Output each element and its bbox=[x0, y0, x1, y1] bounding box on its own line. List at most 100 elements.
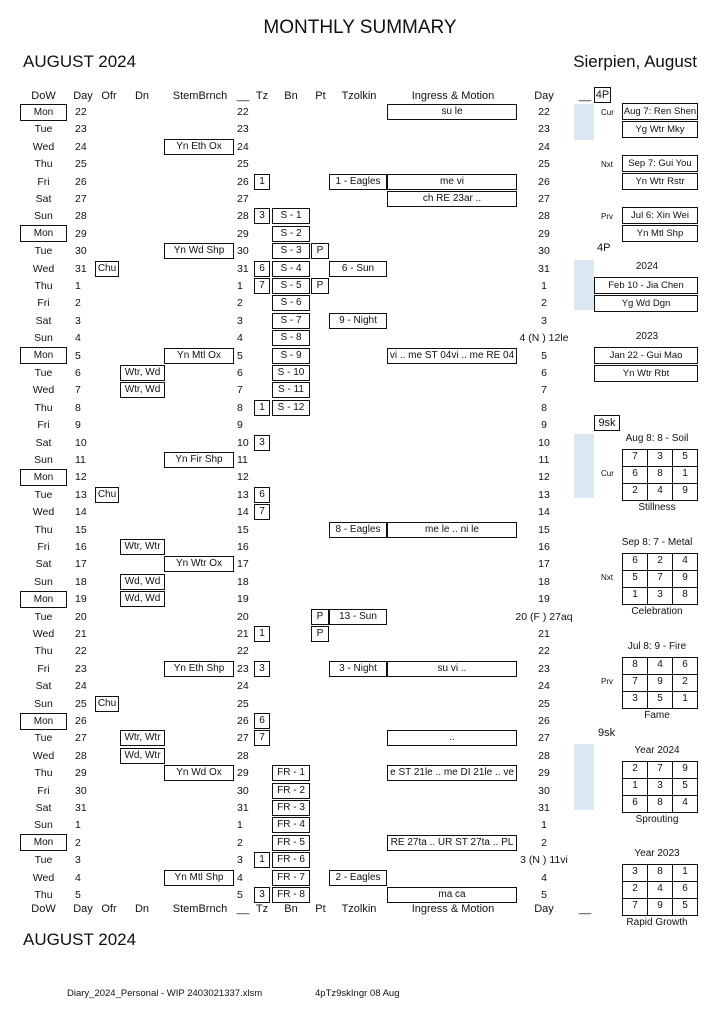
ninestar-cell: 2 bbox=[622, 483, 648, 501]
day-repeat-cell: 29 bbox=[237, 227, 249, 240]
day-cell: 7 bbox=[75, 384, 81, 397]
bn-cell: FR - 4 bbox=[272, 817, 310, 834]
day-repeat-cell: 21 bbox=[237, 628, 249, 640]
day-cell: 28 bbox=[75, 749, 87, 762]
dow-cell: Tue bbox=[34, 367, 53, 379]
dow-cell: Tue bbox=[34, 732, 53, 745]
day-cell: 19 bbox=[75, 593, 87, 606]
day-cell: 1 bbox=[75, 819, 81, 832]
col-footer-day: Day bbox=[73, 903, 93, 915]
tz-cell: 7 bbox=[254, 730, 270, 747]
ninestar-cell: 5 bbox=[672, 898, 698, 916]
day-cell: 3 bbox=[75, 314, 81, 327]
bn-cell: S - 3 bbox=[272, 243, 310, 260]
col-header-blank: __ bbox=[236, 90, 250, 102]
day-cell: 30 bbox=[75, 245, 87, 258]
day2-cell: 15 bbox=[538, 523, 550, 536]
col-footer-dn: Dn bbox=[134, 903, 150, 915]
year-2024-animal: Yg Wd Dgn bbox=[594, 295, 698, 312]
tzolkin-cell: 2 - Eagles bbox=[329, 869, 387, 886]
day-repeat-cell: 22 bbox=[237, 106, 249, 118]
ingress-cell: e ST 21le .. me DI 21le .. ve bbox=[387, 765, 517, 782]
day-cell: 24 bbox=[75, 680, 87, 693]
dow-cell: Wed bbox=[32, 628, 55, 640]
g4-caption: Sprouting bbox=[635, 814, 679, 825]
day-cell: 27 bbox=[75, 193, 87, 205]
day-repeat-cell: 11 bbox=[237, 454, 248, 466]
day-repeat-cell: 7 bbox=[237, 384, 243, 397]
day-cell: 23 bbox=[75, 662, 87, 675]
day2-cell: 22 bbox=[538, 106, 550, 118]
day-repeat-cell: 25 bbox=[237, 158, 249, 171]
day2-cell: 11 bbox=[538, 454, 550, 466]
ninestar-cell: 2 bbox=[647, 553, 673, 571]
tzolkin-cell: 1 - Eagles bbox=[329, 173, 387, 190]
month-label: AUGUST 2024 bbox=[23, 52, 137, 71]
tz-cell: 3 bbox=[254, 434, 270, 451]
col-header-bn: Bn bbox=[284, 90, 298, 102]
tz-cell: 1 bbox=[254, 173, 270, 190]
stem-branch-cell: Yn Wtr Ox bbox=[164, 556, 234, 573]
year-2023-animal: Yn Wtr Rbt bbox=[594, 365, 698, 382]
day-cell: 31 bbox=[75, 802, 87, 814]
day-repeat-cell: 5 bbox=[237, 889, 243, 901]
dow-cell: Mon bbox=[20, 712, 67, 730]
col-footer-tz: Tz bbox=[255, 903, 269, 915]
prv-tag: Prv bbox=[601, 212, 613, 221]
day2-cell: 6 bbox=[541, 367, 547, 379]
ninestar-cell: 7 bbox=[622, 449, 648, 467]
ninestar-cell: 3 bbox=[622, 691, 648, 709]
day-cell: 29 bbox=[75, 767, 87, 780]
day-repeat-cell: 27 bbox=[237, 732, 249, 745]
dow-cell: Sat bbox=[35, 680, 52, 693]
tzolkin-cell: 6 - Sun bbox=[329, 260, 387, 277]
ingress-cell: me vi bbox=[387, 173, 517, 190]
day2-cell: 23 bbox=[538, 662, 550, 675]
prev-month-animal: Yn Mtl Shp bbox=[622, 225, 698, 242]
ninestar-cell: 4 bbox=[672, 553, 698, 571]
dow-cell: Tue bbox=[34, 123, 53, 136]
dow-cell: Sun bbox=[34, 210, 53, 223]
bn-cell: S - 9 bbox=[272, 347, 310, 364]
dow-cell: Tue bbox=[34, 488, 53, 501]
col-header-day2: Day bbox=[534, 90, 554, 102]
bn-cell: S - 4 bbox=[272, 260, 310, 277]
tz-cell: 6 bbox=[254, 713, 270, 729]
day-cell: 20 bbox=[75, 610, 87, 623]
ofr-cell: Chu bbox=[95, 695, 119, 712]
day-repeat-cell: 20 bbox=[237, 610, 249, 623]
day-repeat-cell: 5 bbox=[237, 349, 243, 362]
day-repeat-cell: 28 bbox=[237, 749, 249, 762]
ninestar-cell: 6 bbox=[622, 795, 648, 813]
dow-cell: Thu bbox=[34, 645, 53, 658]
g2-caption: Celebration bbox=[631, 606, 683, 617]
ninestar-cell: 8 bbox=[622, 657, 648, 675]
dow-cell: Wed bbox=[32, 140, 55, 153]
day2-cell: 24 bbox=[538, 680, 550, 693]
day2-cell: 13 bbox=[538, 488, 550, 501]
dow-cell: Wed bbox=[32, 262, 55, 275]
day-repeat-cell: 26 bbox=[237, 715, 249, 727]
cur-tag: Cur bbox=[601, 108, 614, 117]
day-repeat-cell: 2 bbox=[237, 297, 243, 310]
day-repeat-cell: 19 bbox=[237, 593, 249, 606]
day2-cell: 2 bbox=[541, 836, 547, 849]
next-month-animal: Yn Wtr Rstr bbox=[622, 173, 698, 190]
g4-title: Year 2024 bbox=[634, 745, 680, 756]
ninestar-cell: 9 bbox=[672, 761, 698, 779]
day-cell: 26 bbox=[75, 715, 87, 727]
col-footer-ingress: Ingress & Motion bbox=[411, 903, 495, 915]
tz-cell: 7 bbox=[254, 504, 270, 521]
tz-cell: 1 bbox=[254, 399, 270, 416]
day-cell: 5 bbox=[75, 349, 81, 362]
day2-cell: 4 bbox=[541, 871, 547, 884]
day-cell: 23 bbox=[75, 123, 87, 136]
ninestar-cell: 5 bbox=[672, 778, 698, 796]
day-repeat-cell: 3 bbox=[237, 314, 243, 327]
ofr-cell: Chu bbox=[95, 260, 119, 277]
current-month-pillar: Aug 7: Ren Shen bbox=[622, 103, 698, 120]
day-repeat-cell: 25 bbox=[237, 697, 249, 710]
ninestar-cell: 1 bbox=[622, 778, 648, 796]
ninestar-cell: 9 bbox=[647, 674, 673, 692]
dn-cell: Wtr, Wd bbox=[120, 382, 165, 399]
